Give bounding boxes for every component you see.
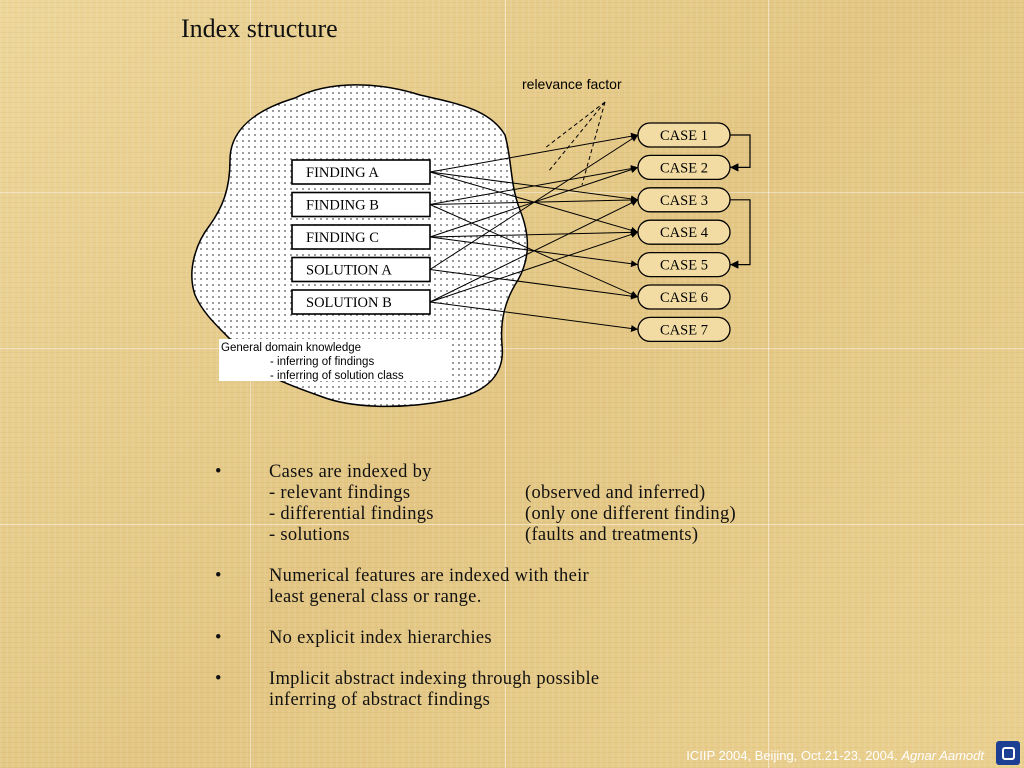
finding-node: FINDING B	[291, 191, 431, 218]
index-structure-diagram: General domain knowledge - inferring of …	[191, 76, 751, 408]
bullet-marker: •	[215, 628, 222, 648]
finding-node: SOLUTION A	[291, 256, 431, 283]
logo-icon[interactable]	[996, 741, 1020, 765]
finding-box	[291, 191, 431, 218]
case-label: CASE 6	[660, 290, 708, 306]
case-box	[637, 284, 731, 310]
index-edge	[429, 199, 639, 303]
bullet-subline: - relevant findings (observed and inferr…	[269, 483, 855, 504]
gridline-vertical	[768, 0, 769, 768]
gridline-horizontal	[0, 348, 1024, 349]
relevance-pointer	[581, 101, 606, 186]
finding-label: FINDING C	[306, 230, 379, 246]
finding-label: FINDING B	[306, 198, 379, 214]
domain-knowledge-item: - inferring of solution class	[270, 370, 404, 382]
case-node: CASE 6	[637, 284, 731, 310]
case-link-connector	[730, 134, 751, 172]
index-edge	[429, 301, 639, 332]
bullet-item: • Cases are indexed by - relevant findin…	[215, 462, 855, 546]
case-box	[637, 219, 731, 245]
bullet-sub-term: - solutions	[269, 525, 350, 545]
gridline-vertical	[250, 0, 251, 768]
case-label: CASE 4	[660, 225, 709, 241]
bullet-text: Implicit abstract indexing through possi…	[269, 669, 600, 689]
bullet-text: least general class or range.	[269, 587, 482, 607]
case-box	[637, 316, 731, 343]
case-node: CASE 2	[637, 154, 731, 181]
case-label: CASE 3	[660, 193, 708, 209]
relevance-pointer	[544, 101, 606, 149]
finding-node: FINDING A	[291, 159, 431, 185]
case-box	[637, 187, 731, 213]
case-label: CASE 7	[660, 322, 708, 338]
domain-knowledge-item: - inferring of findings	[270, 356, 374, 368]
bullet-marker: •	[215, 566, 222, 586]
domain-knowledge-title: General domain knowledge	[221, 342, 361, 354]
footer-author: Agnar Aamodt	[901, 748, 984, 763]
case-node: CASE 7	[637, 316, 731, 343]
index-edge	[429, 134, 639, 270]
bullet-text: inferring of abstract findings	[269, 690, 491, 710]
case-label: CASE 5	[660, 258, 708, 274]
domain-knowledge-label-box	[219, 339, 451, 381]
bullet-marker: •	[215, 462, 222, 482]
bullet-item: • Implicit abstract indexing through pos…	[215, 669, 855, 711]
case-node: CASE 1	[637, 122, 731, 148]
case-box	[637, 154, 731, 181]
finding-box	[291, 224, 431, 250]
index-edge	[429, 165, 639, 205]
footer-text: ICIIP 2004, Beijing, Oct.21-23, 2004.	[686, 748, 898, 763]
finding-label: SOLUTION A	[306, 263, 392, 279]
finding-box	[291, 256, 431, 283]
index-edge	[429, 269, 639, 300]
gridline-horizontal	[0, 524, 1024, 525]
case-label: CASE 1	[660, 128, 708, 144]
finding-node: FINDING C	[291, 224, 431, 250]
case-node: CASE 5	[637, 251, 731, 278]
case-node: CASE 4	[637, 219, 731, 245]
bullet-text: No explicit index hierarchies	[269, 628, 492, 648]
relevance-pointer	[547, 101, 606, 173]
finding-label: FINDING A	[306, 165, 379, 181]
bullet-text: Numerical features are indexed with thei…	[269, 566, 589, 586]
finding-node: SOLUTION B	[291, 289, 431, 315]
bullet-sub-note: (observed and inferred)	[525, 483, 706, 503]
bullet-item: • No explicit index hierarchies	[215, 628, 855, 649]
finding-label: SOLUTION B	[306, 295, 392, 311]
bullet-sub-term: - differential findings	[269, 504, 434, 524]
case-box	[637, 122, 731, 148]
case-link-connector	[730, 199, 751, 269]
index-edge	[429, 228, 639, 238]
index-edge	[429, 231, 639, 303]
case-label: CASE 2	[660, 160, 708, 176]
bullet-text: Cases are indexed by	[269, 462, 432, 482]
bullet-item: • Numerical features are indexed with th…	[215, 566, 855, 608]
bullet-sub-note: (only one different finding)	[525, 504, 736, 524]
slide-title: Index structure	[181, 14, 338, 43]
bullet-list: • Cases are indexed by - relevant findin…	[215, 462, 855, 731]
finding-box	[291, 159, 431, 185]
bullet-sub-term: - relevant findings	[269, 483, 411, 503]
bullet-subline: - solutions (faults and treatments)	[269, 525, 855, 546]
finding-box	[291, 289, 431, 315]
footer-credit: ICIIP 2004, Beijing, Oct.21-23, 2004. Ag…	[686, 748, 984, 763]
bullet-sub-note: (faults and treatments)	[525, 525, 699, 545]
relevance-factor-label: relevance factor	[522, 76, 622, 92]
index-edge	[429, 132, 639, 173]
gridline-vertical	[505, 0, 506, 768]
bullet-marker: •	[215, 669, 222, 689]
bullet-subline: - differential findings (only one differ…	[269, 504, 855, 525]
case-box	[637, 251, 731, 278]
case-node: CASE 3	[637, 187, 731, 213]
